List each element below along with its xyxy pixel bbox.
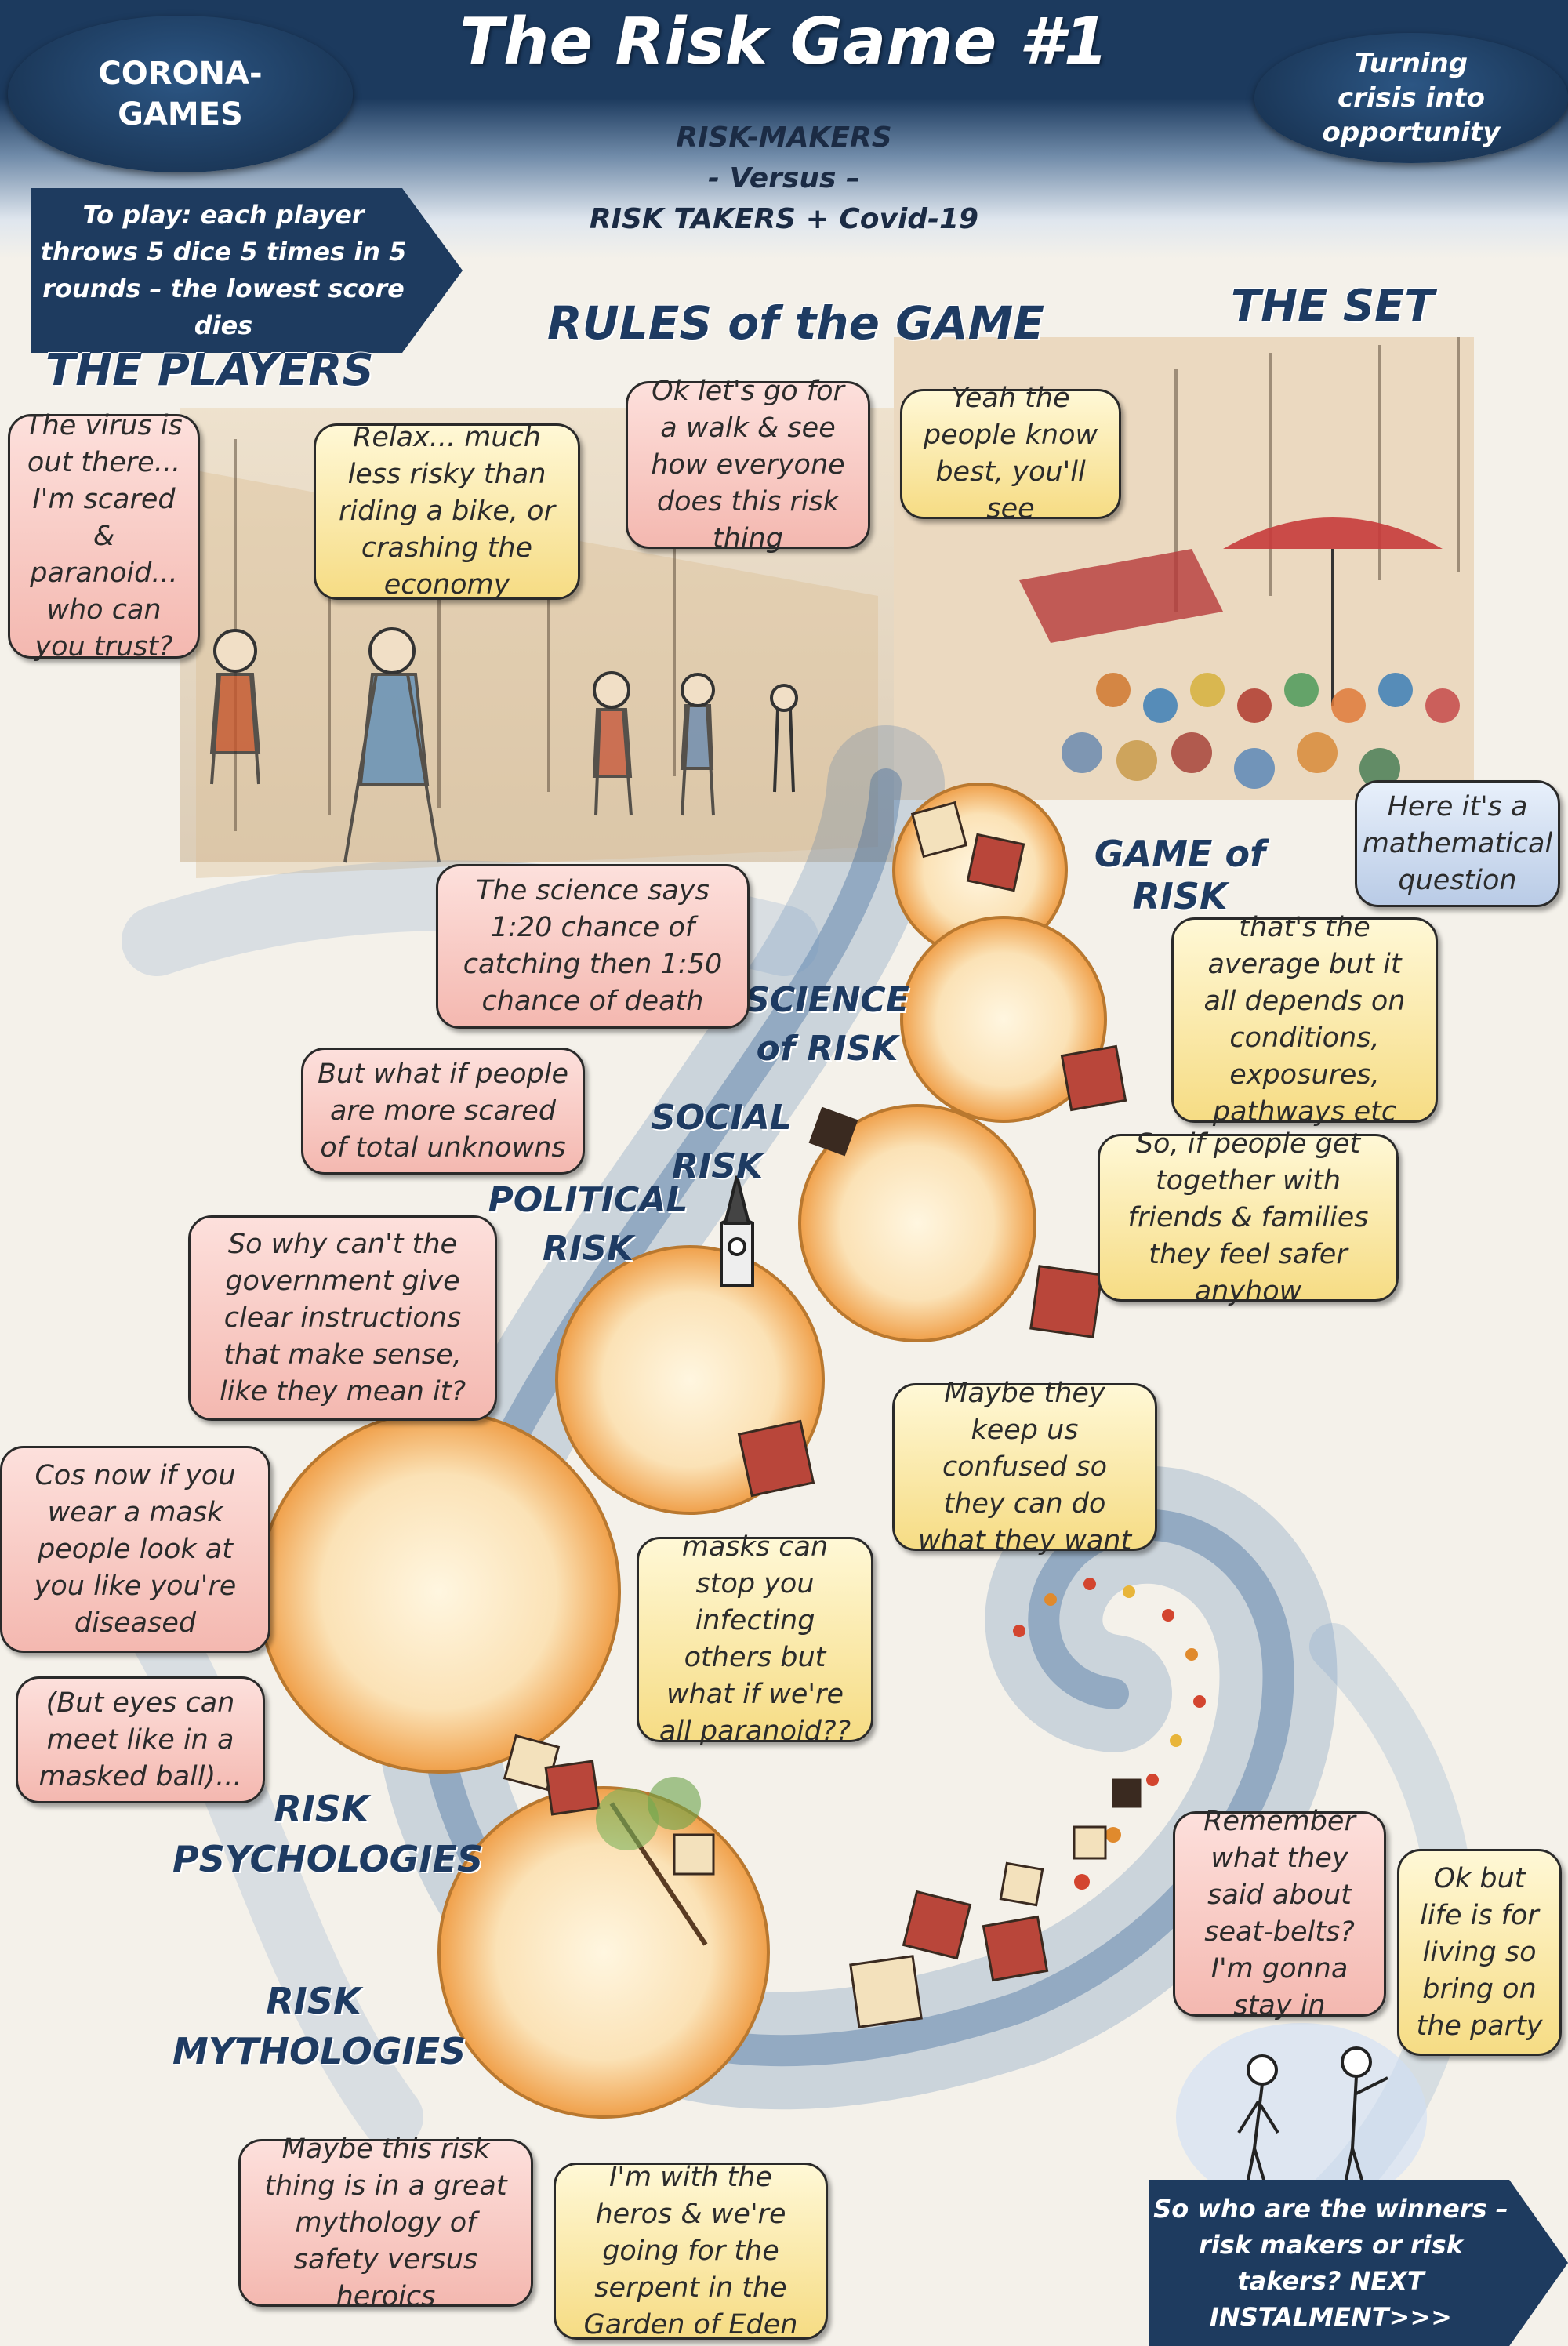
dice [503, 801, 1142, 2028]
bubble-average-text: that's the average but it all depends on… [1203, 912, 1406, 1128]
bubble-walk-text: Ok let's go for a walk & see how everyon… [651, 375, 845, 554]
bubble-mask-text: Cos now if you wear a mask people look a… [34, 1459, 237, 1639]
bubble-unknowns-text: But what if people are more scared of to… [318, 1058, 568, 1164]
bubble-virus-text: The virus is out there... I'm scared & p… [25, 409, 183, 663]
bubble-people-know: Yeah the people know best, you'll see [900, 383, 1121, 525]
bubble-unknowns: But what if people are more scared of to… [301, 1048, 585, 1175]
heading-rules: RULES of the GAME [547, 296, 1044, 350]
party-figures [1176, 2023, 1427, 2211]
bubble-mythology-text: Maybe this risk thing is in a great myth… [264, 2133, 507, 2312]
label-social-risk: SOCIAL RISK [651, 1098, 792, 1186]
bubble-masks-stop-text: masks can stop you infecting others but … [659, 1531, 851, 1747]
subtitle: RISK-MAKERS - Versus – RISK TAKERS + Cov… [580, 118, 988, 240]
bubble-seatbelts-text: Remember what they said about seat-belts… [1203, 1806, 1356, 2021]
bubble-average: that's the average but it all depends on… [1171, 912, 1438, 1128]
tree-branch [596, 1777, 708, 1946]
bubble-relax-text: Relax... much less risky than riding a b… [339, 422, 555, 601]
bubble-eyes: (But eyes can meet like in a masked ball… [16, 1676, 265, 1803]
label-political-risk: POLITICAL RISK [488, 1180, 688, 1269]
bubble-eyes-text: (But eyes can meet like in a masked ball… [38, 1687, 242, 1792]
subtitle-line-3: RISK TAKERS + Covid-19 [589, 203, 979, 235]
heading-set: THE SET [1231, 281, 1435, 332]
bubble-heros-text: I'm with the heros & we're going for the… [583, 2161, 798, 2341]
bubble-science-says-text: The science says 1:20 chance of catching… [463, 875, 723, 1017]
label-game-of-risk: GAME of RISK [1094, 833, 1266, 917]
bubble-government: So why can't the government give clear i… [188, 1215, 497, 1421]
label-science-of-risk: SCIENCE of RISK [745, 980, 909, 1069]
turning-crisis-text: Turning crisis into opportunity [1322, 48, 1501, 148]
bubble-walk: Ok let's go for a walk & see how everyon… [626, 376, 870, 554]
how-to-play-text: To play: each player throws 5 dice 5 tim… [40, 200, 407, 340]
heading-players: THE PLAYERS [45, 345, 374, 396]
big-ben [720, 1175, 754, 1287]
bubble-masks-stop: masks can stop you infecting others but … [637, 1531, 873, 1747]
next-instalment-arrow: So who are the winners – risk makers or … [1149, 2180, 1568, 2346]
page-title: The Risk Game #1 [459, 5, 1109, 79]
confetti [1013, 1578, 1206, 1890]
bubble-government-text: So why can't the government give clear i… [219, 1228, 466, 1407]
bubble-life: Ok but life is for living so bring on th… [1397, 1849, 1562, 2056]
subtitle-line-1: RISK-MAKERS [676, 122, 892, 154]
next-instalment-text: So who are the winners – risk makers or … [1153, 2194, 1508, 2332]
corona-games-text: CORONA- GAMES [98, 56, 263, 133]
corona-games-badge: CORONA- GAMES [8, 16, 353, 172]
bubble-friends-text: So, if people get together with friends … [1127, 1128, 1369, 1307]
bubble-heros: I'm with the heros & we're going for the… [554, 2162, 828, 2341]
bubble-seatbelts: Remember what they said about seat-belts… [1173, 1806, 1386, 2021]
label-risk-mythologies: RISK MYTHOLOGIES [172, 1980, 466, 2072]
bubble-confused-text: Maybe they keep us confused so they can … [917, 1377, 1132, 1556]
bubble-virus: The virus is out there... I'm scared & p… [8, 410, 200, 663]
bubble-mask: Cos now if you wear a mask people look a… [0, 1446, 270, 1653]
bubble-mythology: Maybe this risk thing is in a great myth… [238, 2134, 533, 2312]
bubble-math-text: Here it's a mathematical question [1362, 790, 1553, 896]
subtitle-line-2: - Versus – [708, 162, 860, 194]
bubble-math: Here it's a mathematical question [1355, 780, 1560, 907]
turning-crisis-badge: Turning crisis into opportunity [1254, 33, 1568, 163]
bubble-life-text: Ok but life is for living so bring on th… [1416, 1862, 1543, 2042]
how-to-play-arrow: To play: each player throws 5 dice 5 tim… [31, 188, 463, 353]
bubble-confused: Maybe they keep us confused so they can … [892, 1378, 1157, 1556]
bubble-friends: So, if people get together with friends … [1098, 1128, 1399, 1307]
label-risk-psychologies: RISK PSYCHOLOGIES [172, 1788, 484, 1880]
bubble-relax: Relax... much less risky than riding a b… [314, 422, 580, 601]
bubble-science-says: The science says 1:20 chance of catching… [436, 864, 750, 1029]
bubble-people-know-text: Yeah the people know best, you'll see [923, 383, 1098, 525]
